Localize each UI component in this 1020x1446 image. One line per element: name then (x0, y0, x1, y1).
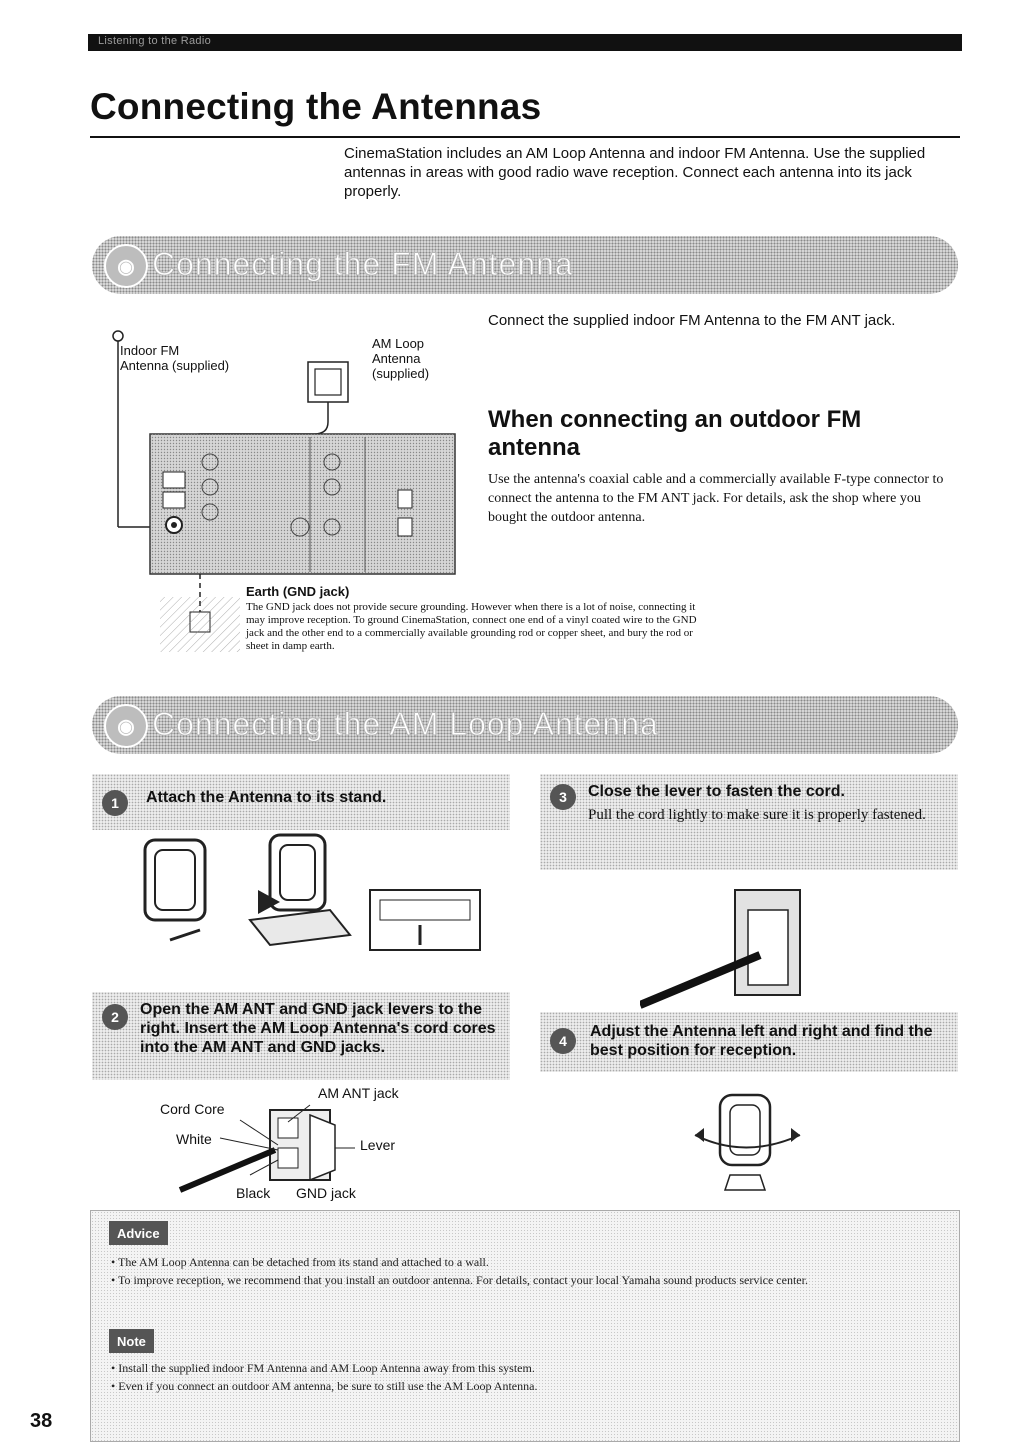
step-2-box: 2 Open the AM ANT and GND jack levers to… (92, 992, 510, 1080)
label-am-loop-supplied: (supplied) (372, 366, 430, 381)
step-4-text: Adjust the Antenna left and right and fi… (590, 1023, 933, 1059)
step-1-number: 1 (102, 790, 128, 816)
fm-section-banner: ◉ Connecting the FM Antenna (92, 236, 958, 294)
section-header-label: Listening to the Radio (98, 35, 212, 47)
fm-connect-text: Connect the supplied indoor FM Antenna t… (488, 312, 896, 329)
intro-paragraph: CinemaStation includes an AM Loop Antenn… (344, 145, 926, 200)
note-item-2-text: Even if you connect an outdoor AM antenn… (118, 1379, 538, 1393)
label-cord-core: Cord Core (160, 1101, 225, 1117)
label-am-ant-jack: AM ANT jack (318, 1085, 399, 1101)
label-white: White (176, 1131, 212, 1147)
notes-box: Advice • The AM Loop Antenna can be deta… (90, 1210, 960, 1442)
advice-item-2: • To improve reception, we recommend tha… (111, 1273, 808, 1287)
step-3-subtext: Pull the cord lightly to make sure it is… (588, 807, 926, 823)
fm-banner-icon: ◉ (104, 244, 148, 288)
title-rule (90, 136, 960, 138)
note-item-1: • Install the supplied indoor FM Antenna… (111, 1361, 535, 1375)
step-2-illustration (178, 1104, 355, 1193)
label-black: Black (236, 1185, 271, 1201)
advice-tag: Advice (109, 1221, 168, 1245)
fm-connection-diagram (112, 330, 456, 652)
step-2-number: 2 (102, 1004, 128, 1030)
note-tag: Note (109, 1329, 154, 1353)
outdoor-fm-text: Use the antenna's coaxial cable and a co… (488, 472, 944, 525)
advice-item-1: • The AM Loop Antenna can be detached fr… (111, 1255, 489, 1269)
outdoor-fm-heading: When connecting an outdoor FM antenna (488, 406, 862, 461)
earth-title: Earth (GND jack) (246, 584, 350, 599)
step-1-text: Attach the Antenna to its stand. (146, 789, 387, 806)
am-section-heading: Connecting the AM Loop Antenna (152, 706, 659, 743)
step-1-illustration (143, 833, 481, 951)
advice-item-2-text: To improve reception, we recommend that … (117, 1273, 808, 1287)
step-4-box: 4 Adjust the Antenna left and right and … (540, 1012, 958, 1072)
step-1-box: 1 Attach the Antenna to its stand. (92, 774, 510, 830)
page-number: 38 (30, 1410, 53, 1432)
earth-text: The GND jack does not provide secure gro… (246, 601, 697, 652)
am-section-banner: ◉ Connecting the AM Loop Antenna (92, 696, 958, 754)
label-am-loop-antenna: Antenna (372, 351, 421, 366)
page-title: Connecting the Antennas (90, 86, 542, 127)
section-header-bar: Listening to the Radio (88, 34, 962, 51)
label-lever: Lever (360, 1137, 396, 1153)
fm-section-heading: Connecting the FM Antenna (152, 246, 574, 283)
note-item-1-text: Install the supplied indoor FM Antenna a… (118, 1361, 535, 1375)
label-am-loop: AM Loop (372, 336, 425, 351)
step-4-number: 4 (550, 1028, 576, 1054)
step-2-text: Open the AM ANT and GND jack levers to t… (140, 1001, 496, 1056)
step-3-illustration (640, 889, 801, 1009)
step-4-illustration (694, 1093, 801, 1191)
label-indoor-fm: Indoor FM (120, 343, 180, 358)
note-item-2: • Even if you connect an outdoor AM ante… (111, 1379, 538, 1393)
step-3-box: 3 Close the lever to fasten the cord. Pu… (540, 774, 958, 870)
step-3-number: 3 (550, 784, 576, 810)
step-3-text: Close the lever to fasten the cord. (588, 783, 845, 800)
label-gnd-jack: GND jack (296, 1185, 356, 1201)
label-indoor-fm-supplied: Antenna (supplied) (120, 358, 230, 373)
advice-item-1-text: The AM Loop Antenna can be detached from… (117, 1255, 489, 1269)
am-banner-icon: ◉ (104, 704, 148, 748)
